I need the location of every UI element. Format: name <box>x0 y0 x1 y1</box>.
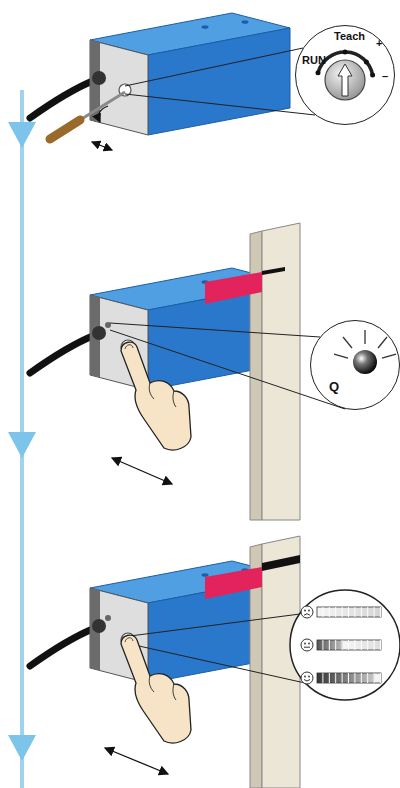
step-3-hand <box>105 635 191 774</box>
led-callout-part-part <box>382 354 396 358</box>
signal-bar-callout-part <box>317 673 381 683</box>
dial-callout-part <box>370 73 375 78</box>
signal-bar-callout-part <box>317 640 381 650</box>
dial-label: Teach <box>334 30 365 43</box>
step-1-sensor <box>30 13 290 150</box>
step-1-sensor-part <box>30 13 290 135</box>
led-callout-part <box>311 321 399 409</box>
target-wall-mark-part <box>262 555 300 571</box>
target-wall-part <box>262 267 285 275</box>
step-line-part <box>8 432 36 458</box>
dial-label: + <box>376 37 382 50</box>
led-callout-part-part <box>334 354 348 358</box>
happy-face <box>301 672 313 684</box>
dial-callout-circle: TeachRUN + – <box>295 25 395 125</box>
signal-bar-callout-part <box>317 673 381 683</box>
sad-face-part <box>304 614 310 616</box>
neutral-face-part <box>301 639 313 651</box>
step-1-sensor-part <box>99 106 108 122</box>
dial-callout <box>125 26 394 124</box>
sad-face-part <box>308 610 310 612</box>
neutral-face <box>301 639 313 651</box>
signal-bar-callout-part <box>130 614 300 636</box>
dial-callout-part <box>325 60 365 100</box>
happy-face-part <box>301 672 313 684</box>
signal-bar-callout-part <box>317 607 381 617</box>
happy-face-part <box>304 680 310 682</box>
dial-callout-part <box>316 70 321 75</box>
led-callout-part-part <box>343 337 352 348</box>
target-wall-mark-part <box>205 567 262 599</box>
step-line-part <box>8 122 36 148</box>
step-3-sensor-part <box>105 615 111 621</box>
step-3-hand-part <box>105 748 168 774</box>
signal-bar-callout-part <box>317 640 381 650</box>
led-callout-circle: Q <box>310 320 400 410</box>
sad-face-part <box>304 610 306 612</box>
happy-face-part <box>304 676 306 678</box>
dial-label: Q <box>329 379 339 395</box>
sad-face <box>301 606 313 618</box>
dial-callout-part <box>125 94 315 115</box>
led-callout-part-part <box>364 330 365 344</box>
step-2-hand-part <box>112 458 172 484</box>
neutral-face-part <box>304 643 306 645</box>
signal-bar-callout-part <box>317 607 381 617</box>
dial-callout-part <box>296 26 394 124</box>
dial-callout-part <box>343 50 348 55</box>
step-1-sensor-part <box>92 142 112 150</box>
led-callout-part-part <box>378 337 387 348</box>
step-2-hand <box>112 342 191 484</box>
neutral-face-part <box>308 643 310 645</box>
dial-label: – <box>382 70 388 83</box>
target-wall-part <box>205 272 262 304</box>
step-3-hand-part <box>121 635 191 743</box>
step-1-sensor-part <box>80 92 125 120</box>
target-wall <box>205 223 300 520</box>
dial-callout-part <box>338 64 352 96</box>
step-line-part <box>8 735 36 761</box>
target-wall-mark <box>205 536 300 788</box>
dial-callout-part <box>125 48 303 86</box>
led-callout-part <box>353 350 377 374</box>
sad-face-part <box>301 606 313 618</box>
dial-callout-part <box>364 60 369 65</box>
step-1-sensor-part <box>50 120 80 139</box>
led-callout-part <box>110 323 320 337</box>
step-line <box>8 90 36 788</box>
happy-face-part <box>308 676 310 678</box>
neutral-face-part <box>304 647 310 648</box>
step-2-hand-part <box>121 342 191 450</box>
target-wall-part <box>262 223 300 520</box>
signal-bar-callout-part <box>290 590 400 700</box>
dial-label: RUN <box>302 54 326 67</box>
